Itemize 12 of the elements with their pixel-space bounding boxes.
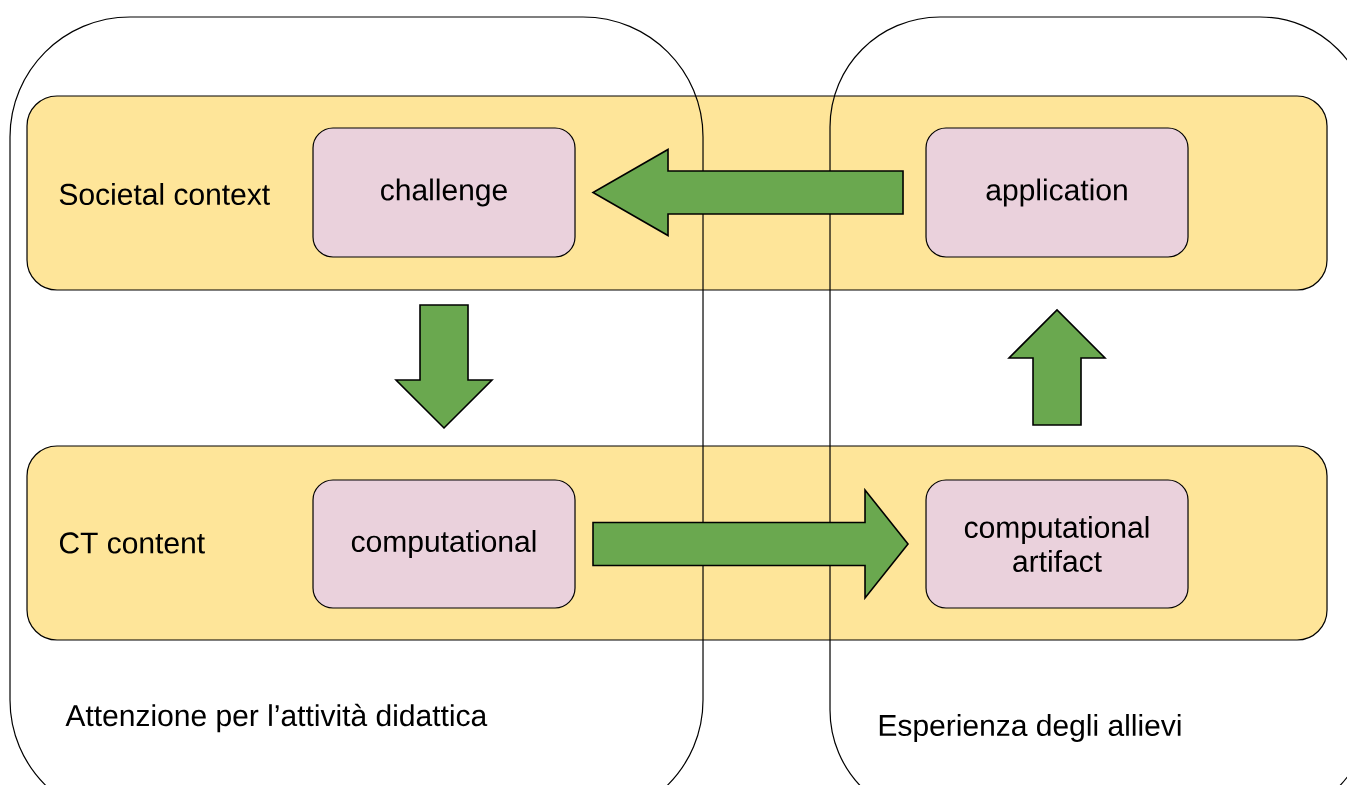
- block-arrow: [591, 148, 904, 237]
- block-arrow: [394, 304, 494, 430]
- content-box: application: [925, 127, 1189, 258]
- panel-label: Esperienza degli allievi: [879, 714, 1181, 742]
- block-arrow: [1007, 308, 1107, 426]
- content-box: computational artifact: [925, 479, 1189, 609]
- content-box: challenge: [312, 127, 576, 258]
- content-box: computational: [312, 479, 576, 609]
- band-label: Societal context: [59, 183, 270, 205]
- band-label: CT content: [59, 532, 205, 554]
- panel-label: Attenzione per l’attività didattica: [65, 703, 488, 733]
- block-arrow: [592, 487, 910, 601]
